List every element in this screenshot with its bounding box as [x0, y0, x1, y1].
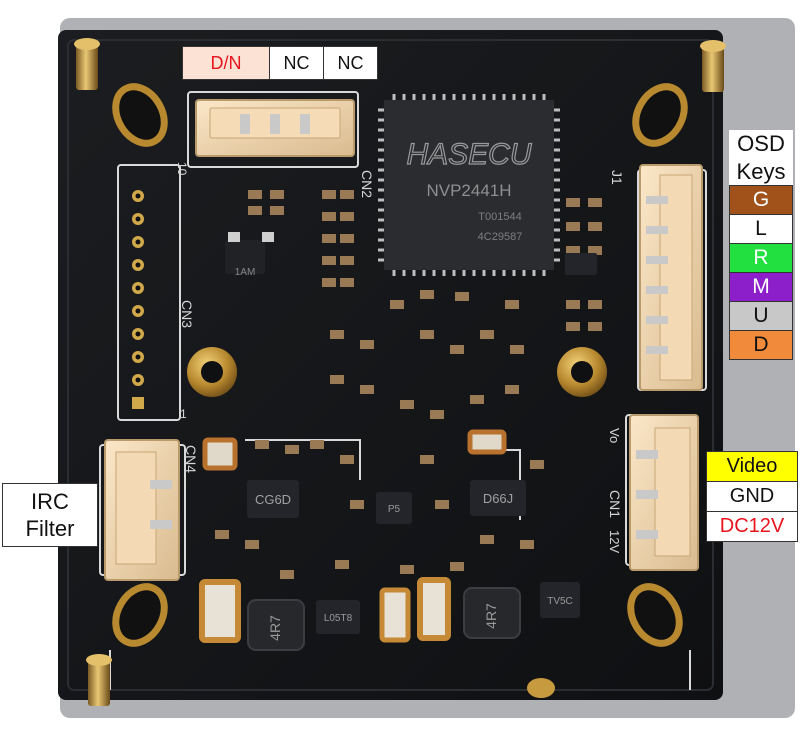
chip-brand: HASECU [406, 138, 531, 171]
silk-cn4: CN4 [183, 445, 199, 473]
osd-key-d: D [729, 330, 793, 360]
label-gnd: GND [706, 481, 798, 512]
silk-cn3: CN3 [179, 300, 195, 328]
ic-mark-l05t8: L05T8 [324, 613, 353, 624]
mounting-holes [112, 83, 688, 647]
osd-key-r: R [729, 243, 793, 273]
osd-key-u: U [729, 301, 793, 331]
label-dn: D/N [182, 46, 270, 80]
small-ics: 1AM CG6D D66J P5 L05T8 TV5C [225, 232, 597, 634]
irc-filter-label: IRC Filter [2, 483, 98, 547]
osd-title-line1: OSD [729, 130, 793, 158]
ic-mark-p5: P5 [388, 504, 401, 515]
connector-top [195, 99, 355, 157]
chip-code-1: T001544 [478, 211, 521, 223]
irc-line1: IRC [31, 489, 69, 514]
label-video: Video [706, 451, 798, 482]
chip-code-2: 4C29587 [478, 231, 523, 243]
inductor-mark-right: 4R7 [483, 603, 499, 629]
video-power-legend: Video GND DC12V [706, 451, 798, 542]
ic-mark-d66j: D66J [483, 491, 513, 506]
silk-cn2: CN2 [359, 170, 375, 198]
smd-components [202, 190, 602, 579]
osd-key-l: L [729, 214, 793, 244]
main-chip: HASECU NVP2441H T001544 4C29587 [378, 94, 560, 276]
irc-line2: Filter [25, 516, 75, 541]
label-nc-1: NC [269, 46, 324, 80]
connector-right-video [629, 414, 699, 571]
ic-mark-tv5: TV5C [547, 596, 573, 607]
osd-title-line2: Keys [729, 158, 793, 186]
silk-12v: 12V [607, 530, 622, 553]
label-nc-2: NC [323, 46, 378, 80]
label-dc12v: DC12V [706, 511, 798, 542]
connector-right-osd [639, 164, 703, 391]
silk-j1: J1 [609, 170, 625, 185]
connector-left-irc [104, 439, 180, 581]
pcb-outline [67, 39, 714, 691]
osd-key-m: M [729, 272, 793, 302]
top-connector-labels: D/N NC NC [182, 46, 378, 80]
power-components: 4R7 4R7 [199, 577, 521, 651]
ic-mark-cg6d: CG6D [255, 492, 291, 507]
inductor-mark-left: 4R7 [267, 615, 283, 641]
transistor-mark: 1AM [235, 267, 256, 278]
silk-vo: Vo [607, 428, 622, 443]
silk-cn1: CN1 [607, 490, 623, 518]
silk-pin1: 1 [180, 407, 187, 421]
header-pads [132, 190, 144, 409]
silk-pin10: 10 [175, 162, 189, 176]
chip-model: NVP2441H [426, 181, 511, 200]
osd-keys-legend: OSD Keys G L R M U D [729, 130, 793, 360]
osd-key-g: G [729, 185, 793, 215]
brass-standoffs [74, 38, 726, 706]
